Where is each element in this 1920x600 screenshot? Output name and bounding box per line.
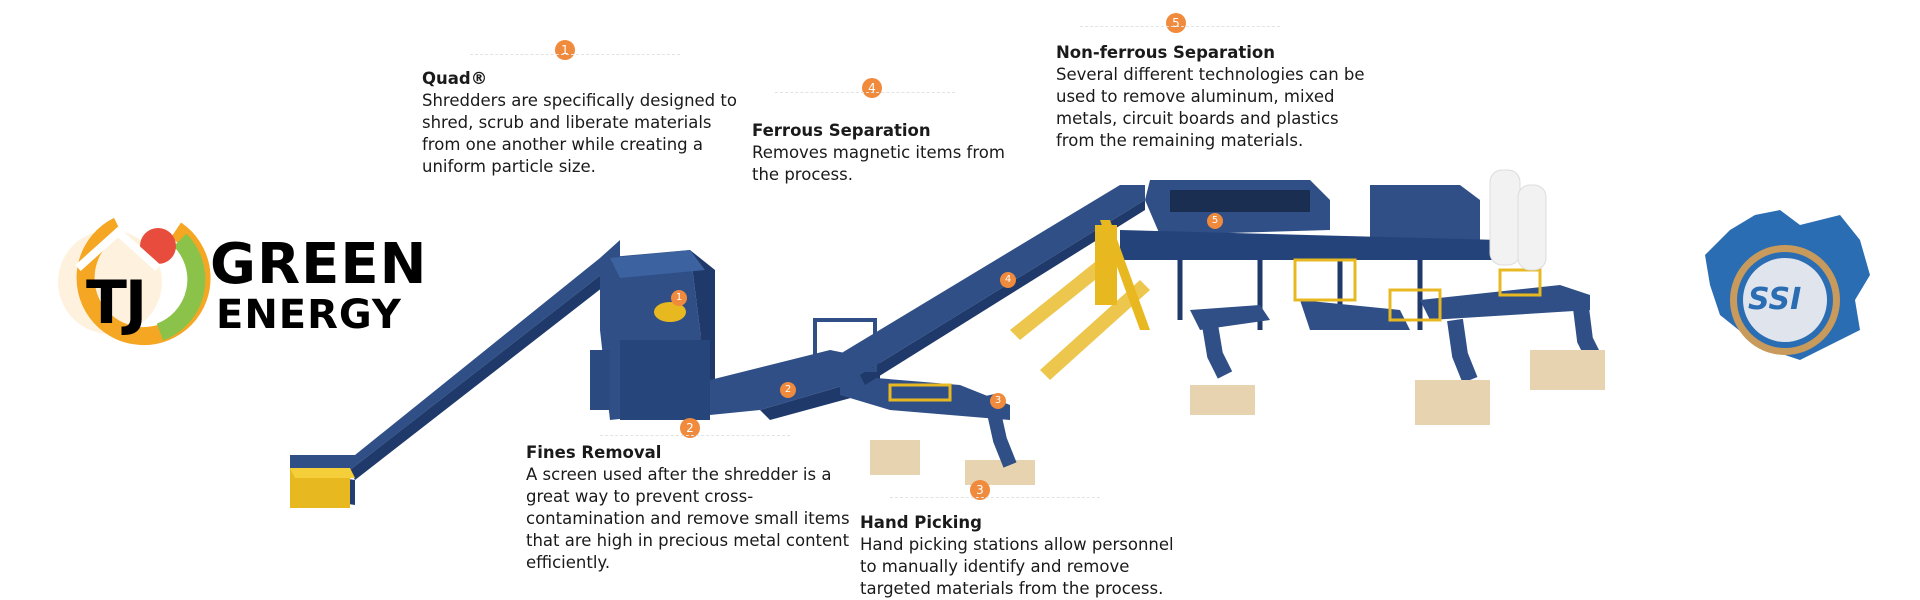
callout-badge-3: 3: [970, 480, 990, 500]
callout-divider-3: [890, 497, 1100, 498]
callout-hand-picking: Hand Picking Hand picking stations allow…: [860, 512, 1180, 600]
callout-body: Several different technologies can be us…: [1056, 65, 1365, 150]
tj-green-energy-logo: [58, 217, 211, 346]
callout-divider-5: [1080, 26, 1280, 27]
logo-word-energy: ENERGY: [216, 292, 402, 338]
callout-title: Non-ferrous Separation: [1056, 43, 1275, 62]
callout-title: Hand Picking: [860, 513, 982, 532]
callout-badge-1: 1: [555, 40, 575, 60]
callout-body: Hand picking stations allow personnel to…: [860, 535, 1174, 598]
callout-divider-1: [470, 54, 680, 55]
callout-title: Ferrous Separation: [752, 121, 931, 140]
callout-divider-2: [600, 435, 790, 436]
callout-ferrous-separation: Ferrous Separation Removes magnetic item…: [752, 120, 1042, 186]
ferrous-incline-conveyor: [813, 185, 1145, 385]
hand-picking-station: [840, 375, 1035, 485]
callout-badge-4: 4: [862, 78, 882, 98]
ssi-logo: [1705, 210, 1870, 360]
callout-quad: Quad® Shredders are specifically designe…: [422, 68, 742, 178]
infeed-conveyor: [290, 240, 625, 508]
callout-body: A screen used after the shredder is a gr…: [526, 465, 850, 572]
non-ferrous-platform: [1010, 169, 1605, 425]
machine-badge-4: 4: [1000, 272, 1016, 288]
callout-body: Shredders are specifically designed to s…: [422, 91, 737, 176]
machine-badge-5: 5: [1207, 213, 1223, 229]
shredder-unit: [590, 250, 715, 420]
callout-title: Quad®: [422, 69, 488, 88]
callout-non-ferrous-separation: Non-ferrous Separation Several different…: [1056, 42, 1376, 152]
callout-badge-5: 5: [1166, 13, 1186, 33]
ssi-logo-text: SSI: [1748, 282, 1802, 317]
logo-mark-tj: TJ: [86, 268, 147, 338]
callout-fines-removal: Fines Removal A screen used after the sh…: [526, 442, 856, 574]
machine-badge-2: 2: [780, 382, 796, 398]
callout-title: Fines Removal: [526, 443, 662, 462]
callout-body: Removes magnetic items from the process.: [752, 143, 1005, 184]
machine-badge-3: 3: [990, 393, 1006, 409]
callout-divider-4: [775, 92, 955, 93]
machine-badge-1: 1: [671, 290, 687, 306]
callout-badge-2: 2: [680, 418, 700, 438]
logo-word-green: GREEN: [210, 232, 428, 297]
